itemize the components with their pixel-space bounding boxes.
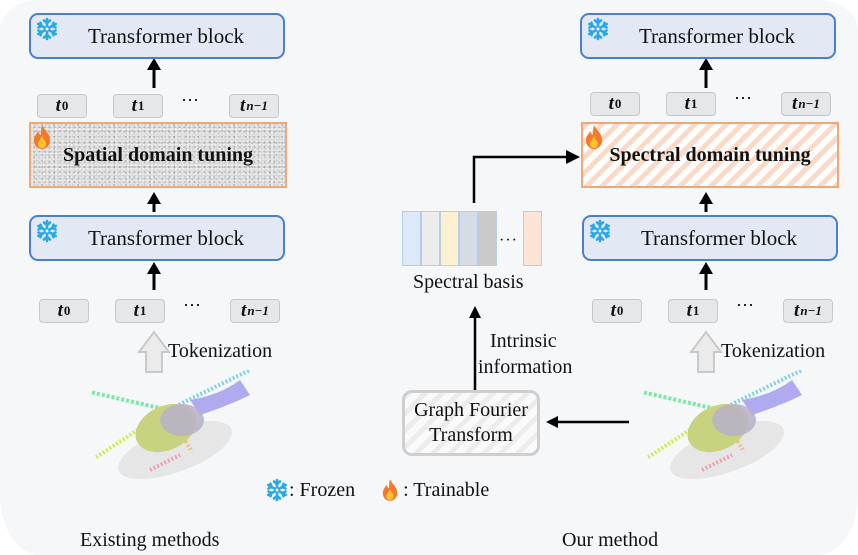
block-label: Transformer block (87, 23, 245, 48)
token-base: t (610, 300, 616, 321)
token-base: t (241, 300, 247, 321)
token-subscript: 0 (63, 303, 71, 318)
spatial-domain-tuning: Spatial domain tuning (29, 122, 287, 188)
arrowhead (147, 262, 161, 274)
fire-icon (32, 124, 52, 150)
block-label: Transformer block (638, 23, 796, 48)
gft-label-line2: Transform (429, 424, 513, 446)
left-top-transformer-block: Transformer block (29, 13, 285, 59)
token-base: t (133, 300, 139, 321)
block-label: Transformer block (87, 225, 245, 250)
token-subscript: 1 (137, 98, 145, 113)
token-subscript: 1 (692, 303, 700, 318)
tokenization-arrow-right (689, 330, 723, 373)
fire-icon (584, 124, 604, 150)
arrowhead (546, 416, 558, 428)
graph-fourier-transform: Graph Fourier Transform (402, 390, 540, 456)
token-base: t (131, 95, 137, 116)
right-bottom-transformer-block: Transformer block (582, 215, 838, 261)
point-cloud-image-left (89, 370, 251, 480)
token-base: t (684, 93, 690, 114)
basis-vector (440, 211, 459, 266)
token-subscript: 0 (616, 303, 624, 318)
arrowhead (699, 192, 713, 204)
basis-vector (459, 211, 478, 266)
legend: : Frozen : Trainable (265, 478, 489, 502)
block-label: Transformer block (640, 225, 798, 250)
token-subscript: 0 (61, 98, 69, 113)
basis-vector (402, 211, 421, 266)
fire-icon (381, 478, 399, 502)
tokenization-label: Tokenization (168, 340, 273, 362)
arrowhead (566, 150, 580, 164)
token-subscript: 0 (614, 96, 622, 111)
arrowhead (699, 262, 713, 274)
gft-label-line1: Graph Fourier (414, 399, 528, 421)
basis-vector (523, 211, 542, 266)
token-ellipsis: ⋯ (183, 295, 202, 315)
snowflake-icon (265, 478, 289, 502)
arrowhead (469, 306, 481, 318)
arrowhead (699, 58, 713, 70)
tuning-label: Spectral domain tuning (609, 143, 811, 166)
tokenization-label: Tokenization (721, 340, 826, 362)
token-base: t (57, 300, 63, 321)
token-base: t (240, 95, 246, 116)
token-ellipsis: ⋯ (736, 295, 755, 315)
intrinsic-label-line2: information (478, 356, 573, 378)
token-subscript: 1 (139, 303, 147, 318)
snowflake-icon (35, 219, 59, 243)
snowflake-icon (35, 17, 59, 41)
token-ellipsis: ⋯ (734, 88, 753, 108)
token-subscript: n−1 (798, 96, 820, 111)
token-subscript: n−1 (247, 303, 269, 318)
arrowhead (147, 192, 161, 204)
caption-existing-methods: Existing methods (80, 529, 220, 551)
right-top-transformer-block: Transformer block (580, 13, 836, 59)
token-base: t (608, 93, 614, 114)
token-subscript: 1 (690, 96, 698, 111)
token-ellipsis: ⋯ (181, 90, 200, 110)
legend-trainable-label: : Trainable (403, 478, 490, 501)
snowflake-icon (586, 17, 610, 41)
basis-vector (421, 211, 440, 266)
tokenization-arrow-left (137, 330, 171, 373)
legend-frozen-label: : Frozen (289, 478, 356, 501)
token-subscript: n−1 (800, 303, 822, 318)
point-cloud-image-right (641, 370, 803, 480)
basis-ellipsis: ··· (499, 232, 518, 249)
caption-our-method: Our method (562, 529, 659, 551)
left-bottom-transformer-block: Transformer block (29, 215, 285, 261)
tuning-label: Spatial domain tuning (62, 143, 254, 166)
token-base: t (792, 93, 798, 114)
token-subscript: n−1 (246, 98, 268, 113)
spectral-domain-tuning: Spectral domain tuning (581, 122, 839, 188)
spectral-basis-label: Spectral basis (413, 271, 524, 293)
intrinsic-label-line1: Intrinsic (490, 330, 557, 352)
arrowhead (147, 58, 161, 70)
basis-vector (478, 211, 497, 266)
token-base: t (794, 300, 800, 321)
token-base: t (686, 300, 692, 321)
snowflake-icon (588, 219, 612, 243)
token-base: t (55, 95, 61, 116)
arrow-basis-to-spectral-tuning (472, 155, 568, 203)
